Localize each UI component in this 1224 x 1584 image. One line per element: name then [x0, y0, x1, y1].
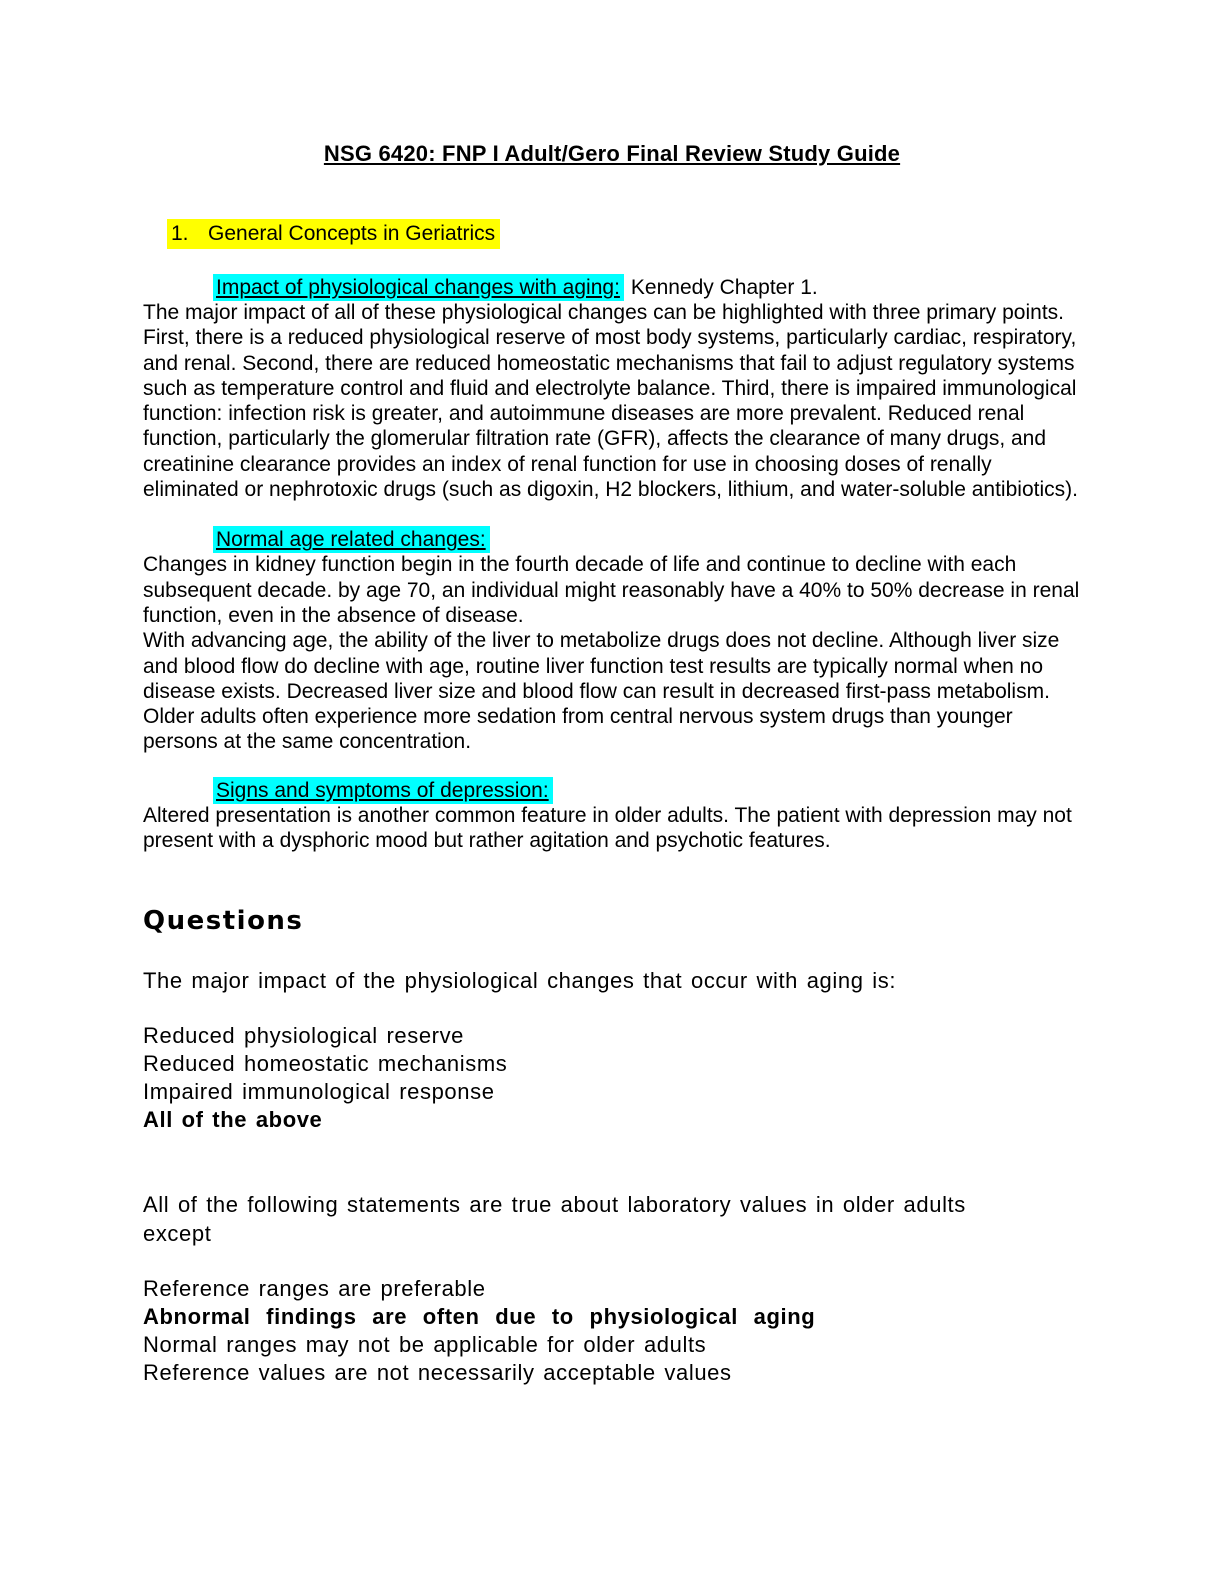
section-label: General Concepts in Geriatrics	[208, 222, 496, 245]
topic-heading-line: Impact of physiological changes with agi…	[213, 274, 1081, 301]
paragraph: With advancing age, the ability of the l…	[143, 629, 1060, 703]
answer-option: Reduced homeostatic mechanisms	[143, 1051, 508, 1077]
paragraph: Older adults often experience more sedat…	[143, 705, 1013, 754]
section-highlight: 1. General Concepts in Geriatrics	[167, 219, 501, 249]
topic-block: Impact of physiological changes with agi…	[143, 274, 1081, 502]
question-prompt: The major impact of the physiological ch…	[143, 968, 897, 994]
answer-options: Reference ranges are preferable Abnormal…	[143, 1275, 1081, 1387]
answer-option: Reduced physiological reserve	[143, 1023, 465, 1049]
topic-heading-line: Normal age related changes:	[213, 526, 1081, 554]
paragraph: Changes in kidney function begin in the …	[143, 553, 1080, 627]
topic-block: Signs and symptoms of depression: Altere…	[143, 776, 1081, 854]
paragraph: The major impact of all of these physiol…	[143, 301, 1078, 502]
questions-heading: Questions	[143, 906, 304, 937]
topic-block: Normal age related changes: Changes in k…	[143, 526, 1081, 754]
paragraph: Altered presentation is another common f…	[143, 803, 1072, 853]
question-block: The major impact of the physiological ch…	[143, 966, 1081, 1134]
document-title: NSG 6420: FNP I Adult/Gero Final Review …	[323, 141, 901, 166]
answer-option: Reference values are not necessarily acc…	[143, 1360, 732, 1386]
answer-option: Normal ranges may not be applicable for …	[143, 1332, 707, 1358]
topic-heading-suffix: Kennedy Chapter 1.	[630, 276, 818, 299]
answer-option: Reference ranges are preferable	[143, 1276, 486, 1302]
section-list-item: 1. General Concepts in Geriatrics	[167, 219, 1081, 249]
topic-heading-line: Signs and symptoms of depression:	[213, 776, 1081, 804]
answer-option-correct: All of the above	[143, 1107, 323, 1133]
answer-options: Reduced physiological reserve Reduced ho…	[143, 1022, 1081, 1134]
answer-option: Impaired immunological response	[143, 1079, 495, 1105]
answer-option-correct: Abnormal findings are often due to physi…	[143, 1304, 816, 1330]
question-block: All of the following statements are true…	[143, 1190, 1081, 1387]
question-prompt: All of the following statements are true…	[143, 1192, 966, 1247]
section-number: 1.	[171, 222, 189, 245]
topic-heading: Signs and symptoms of depression:	[213, 776, 553, 804]
topic-heading: Impact of physiological changes with agi…	[213, 274, 624, 301]
topic-heading: Normal age related changes:	[213, 526, 490, 554]
